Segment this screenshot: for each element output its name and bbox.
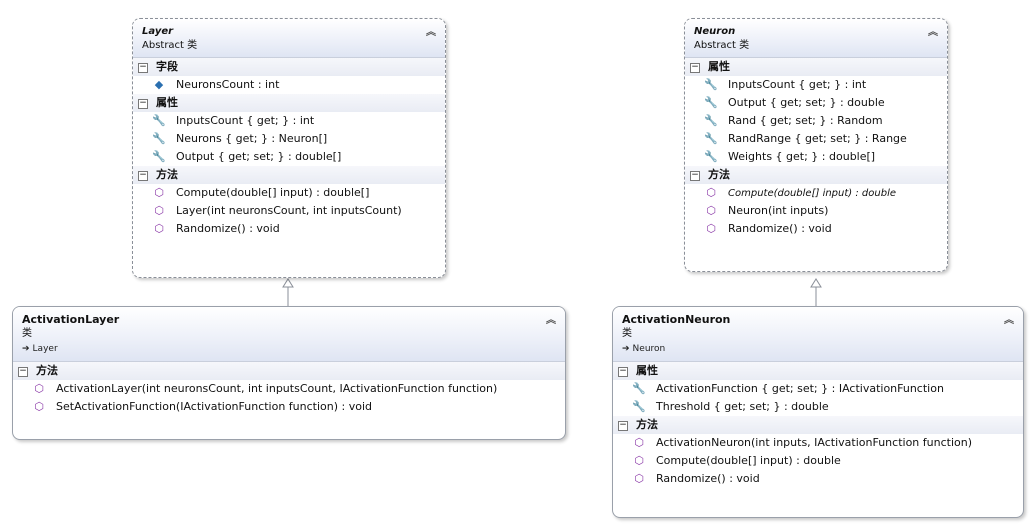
double-chevron-up-icon[interactable]: ︽ <box>1004 315 1014 326</box>
method-cube-icon: ⬡ <box>706 186 716 199</box>
member-property[interactable]: 🔧ActivationFunction { get; set; } : IAct… <box>613 380 1023 398</box>
wrench-icon: 🔧 <box>632 382 646 395</box>
wrench-icon: 🔧 <box>704 150 718 163</box>
class-name: ActivationNeuron <box>622 313 731 326</box>
member-method[interactable]: ⬡Compute(double[] input) : double <box>613 452 1023 470</box>
wrench-icon: 🔧 <box>704 114 718 127</box>
class-kind: Abstract 类 <box>142 40 198 51</box>
minus-box-icon[interactable]: − <box>138 62 148 73</box>
base-class[interactable]: ➔Neuron <box>622 344 666 354</box>
minus-box-icon[interactable]: − <box>690 170 700 181</box>
member-property[interactable]: 🔧RandRange { get; set; } : Range <box>685 130 947 148</box>
section-header-methods[interactable]: −方法 <box>613 416 1023 434</box>
section-methods: −方法 ⬡Compute(double[] input) : double[] … <box>133 166 445 238</box>
section-methods: −方法 ⬡ActivationLayer(int neuronsCount, i… <box>13 362 565 416</box>
member-method[interactable]: ⬡Randomize() : void <box>133 220 445 238</box>
section-header-methods[interactable]: −方法 <box>13 362 565 380</box>
minus-box-icon[interactable]: − <box>618 366 628 377</box>
arrow-right-icon: ➔ <box>622 344 630 354</box>
method-cube-icon: ⬡ <box>634 454 644 467</box>
section-header-methods[interactable]: −方法 <box>685 166 947 184</box>
member-property[interactable]: 🔧Threshold { get; set; } : double <box>613 398 1023 416</box>
section-properties: −属性 🔧ActivationFunction { get; set; } : … <box>613 362 1023 416</box>
wrench-icon: 🔧 <box>704 132 718 145</box>
method-cube-icon: ⬡ <box>706 204 716 217</box>
method-cube-icon: ⬡ <box>34 382 44 395</box>
section-header-properties[interactable]: −属性 <box>133 94 445 112</box>
minus-box-icon[interactable]: − <box>18 366 28 377</box>
member-method[interactable]: ⬡Neuron(int inputs) <box>685 202 947 220</box>
inherit-arrow-neuron <box>810 278 822 306</box>
member-method-abstract[interactable]: ⬡Compute(double[] input) : double <box>685 184 947 202</box>
class-box-neuron[interactable]: Neuron Abstract 类 ︽ −属性 🔧InputsCount { g… <box>684 18 948 272</box>
section-header-methods[interactable]: −方法 <box>133 166 445 184</box>
member-method[interactable]: ⬡Compute(double[] input) : double[] <box>133 184 445 202</box>
wrench-icon: 🔧 <box>632 400 646 413</box>
member-field[interactable]: ◆NeuronsCount : int <box>133 76 445 94</box>
method-cube-icon: ⬡ <box>154 186 164 199</box>
section-header-properties[interactable]: −属性 <box>613 362 1023 380</box>
method-cube-icon: ⬡ <box>634 436 644 449</box>
class-header: Neuron Abstract 类 ︽ <box>685 19 947 58</box>
class-box-activation-layer[interactable]: ActivationLayer 类 ➔Layer ︽ −方法 ⬡Activati… <box>12 306 566 440</box>
member-property[interactable]: 🔧Neurons { get; } : Neuron[] <box>133 130 445 148</box>
method-cube-icon: ⬡ <box>154 222 164 235</box>
member-property[interactable]: 🔧Weights { get; } : double[] <box>685 148 947 166</box>
minus-box-icon[interactable]: − <box>138 170 148 181</box>
member-method[interactable]: ⬡ActivationNeuron(int inputs, IActivatio… <box>613 434 1023 452</box>
double-chevron-up-icon[interactable]: ︽ <box>928 27 938 38</box>
member-method[interactable]: ⬡Randomize() : void <box>613 470 1023 488</box>
class-kind: 类 <box>622 328 632 339</box>
method-cube-icon: ⬡ <box>634 472 644 485</box>
double-chevron-up-icon[interactable]: ︽ <box>426 27 436 38</box>
member-method[interactable]: ⬡ActivationLayer(int neuronsCount, int i… <box>13 380 565 398</box>
method-cube-icon: ⬡ <box>154 204 164 217</box>
class-name: Layer <box>142 26 174 37</box>
section-fields: −字段 ◆NeuronsCount : int <box>133 58 445 94</box>
wrench-icon: 🔧 <box>152 114 166 127</box>
member-property[interactable]: 🔧InputsCount { get; } : int <box>685 76 947 94</box>
section-methods: −方法 ⬡ActivationNeuron(int inputs, IActiv… <box>613 416 1023 488</box>
class-header: ActivationLayer 类 ➔Layer ︽ <box>13 307 565 362</box>
wrench-icon: 🔧 <box>704 96 718 109</box>
member-property[interactable]: 🔧Rand { get; set; } : Random <box>685 112 947 130</box>
member-property[interactable]: 🔧InputsCount { get; } : int <box>133 112 445 130</box>
method-cube-icon: ⬡ <box>706 222 716 235</box>
member-method[interactable]: ⬡Layer(int neuronsCount, int inputsCount… <box>133 202 445 220</box>
wrench-icon: 🔧 <box>152 150 166 163</box>
section-header-fields[interactable]: −字段 <box>133 58 445 76</box>
base-class[interactable]: ➔Layer <box>22 344 58 354</box>
member-property[interactable]: 🔧Output { get; set; } : double <box>685 94 947 112</box>
section-header-properties[interactable]: −属性 <box>685 58 947 76</box>
double-chevron-up-icon[interactable]: ︽ <box>546 315 556 326</box>
wrench-icon: 🔧 <box>704 78 718 91</box>
member-property[interactable]: 🔧Output { get; set; } : double[] <box>133 148 445 166</box>
member-method[interactable]: ⬡SetActivationFunction(IActivationFuncti… <box>13 398 565 416</box>
inherit-arrow-layer <box>282 278 294 306</box>
minus-box-icon[interactable]: − <box>138 98 148 109</box>
arrow-right-icon: ➔ <box>22 344 30 354</box>
class-kind: 类 <box>22 328 32 339</box>
field-icon: ◆ <box>154 78 164 91</box>
class-box-activation-neuron[interactable]: ActivationNeuron 类 ➔Neuron ︽ −属性 🔧Activa… <box>612 306 1024 518</box>
class-name: Neuron <box>694 26 736 37</box>
minus-box-icon[interactable]: − <box>690 62 700 73</box>
method-cube-icon: ⬡ <box>34 400 44 413</box>
class-box-layer[interactable]: Layer Abstract 类 ︽ −字段 ◆NeuronsCount : i… <box>132 18 446 278</box>
class-header: ActivationNeuron 类 ➔Neuron ︽ <box>613 307 1023 362</box>
class-kind: Abstract 类 <box>694 40 750 51</box>
section-properties: −属性 🔧InputsCount { get; } : int 🔧Neurons… <box>133 94 445 166</box>
wrench-icon: 🔧 <box>152 132 166 145</box>
member-method[interactable]: ⬡Randomize() : void <box>685 220 947 238</box>
section-properties: −属性 🔧InputsCount { get; } : int 🔧Output … <box>685 58 947 166</box>
class-name: ActivationLayer <box>22 313 120 326</box>
minus-box-icon[interactable]: − <box>618 420 628 431</box>
section-methods: −方法 ⬡Compute(double[] input) : double ⬡N… <box>685 166 947 238</box>
class-header: Layer Abstract 类 ︽ <box>133 19 445 58</box>
